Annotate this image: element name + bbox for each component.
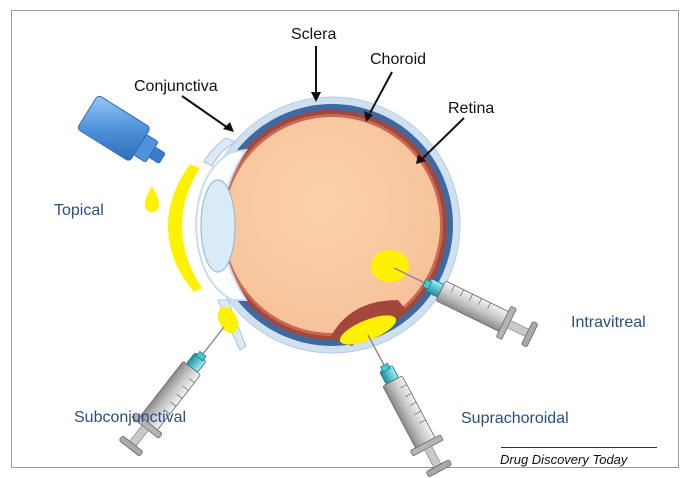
- conjunctiva-label: Conjunctiva: [134, 78, 218, 96]
- conjunctiva-arrowhead: [223, 122, 234, 132]
- retina-arrow: [423, 118, 464, 158]
- vitreous-body: [224, 117, 440, 333]
- choroid-label: Choroid: [370, 51, 426, 69]
- suprachoroidal-label: Suprachoroidal: [461, 410, 569, 428]
- sclera-label: Sclera: [291, 26, 336, 44]
- source-rule: [501, 447, 657, 448]
- conjunctiva-arrow: [182, 96, 228, 128]
- subconjunctival-syringe: [116, 317, 238, 459]
- lens: [201, 180, 235, 272]
- intravitreal-deposit: [371, 250, 409, 282]
- retina-label: Retina: [448, 100, 494, 118]
- intravitreal-label: Intravitreal: [571, 314, 646, 332]
- subconjunctival-label: Subconjunctival: [74, 409, 186, 427]
- eye-drop: [145, 186, 159, 212]
- eye-drop-bottle: [77, 95, 173, 176]
- topical-label: Topical: [54, 202, 104, 220]
- source-credit: Drug Discovery Today: [500, 452, 627, 467]
- suprachoroidal-syringe: [353, 327, 455, 478]
